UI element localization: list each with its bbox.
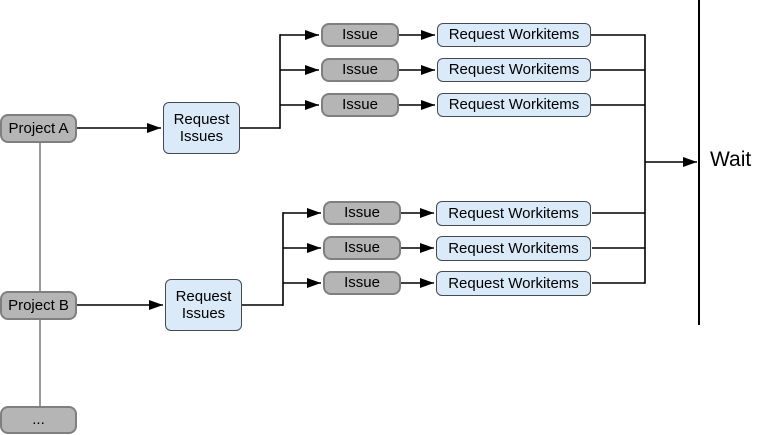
node-issue-b1: Issue [323,201,401,225]
node-request-issues-b: Request Issues [165,279,242,331]
node-request-workitems-b1: Request Workitems [436,201,591,226]
project-b-connectors [77,208,645,310]
project-a-connectors [77,30,645,133]
node-more-projects: ... [0,406,77,434]
node-request-workitems-a3: Request Workitems [437,93,591,117]
node-request-workitems-b3: Request Workitems [436,271,591,296]
collector-connectors [644,34,697,284]
node-request-workitems-a1: Request Workitems [437,23,591,47]
node-project-b: Project B [0,291,77,320]
node-project-a: Project A [0,114,77,143]
node-request-workitems-b2: Request Workitems [436,236,591,261]
node-issue-a2: Issue [321,58,399,82]
node-issue-b3: Issue [323,271,401,295]
node-request-workitems-a2: Request Workitems [437,58,591,82]
node-issue-a3: Issue [321,93,399,117]
node-issue-a1: Issue [321,23,399,47]
node-issue-b2: Issue [323,236,401,260]
node-request-issues-a: Request Issues [163,102,240,154]
wait-label: Wait [710,148,752,171]
